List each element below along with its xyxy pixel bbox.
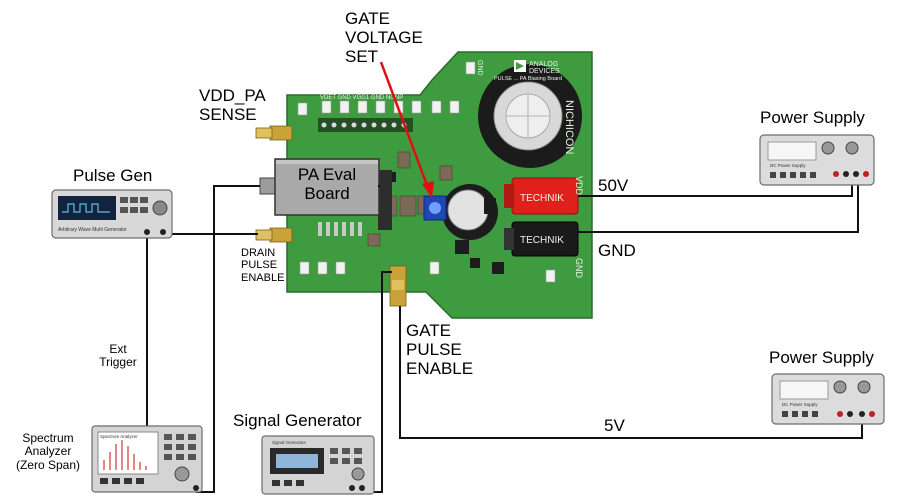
brand-analog: ANALOG [529,61,558,68]
spectrum-analyzer-label: Spectrum Analyzer (Zero Span) [15,431,81,472]
power-supply-top: DC Power Supply [759,134,875,186]
signal-generator-label: Signal Generator [233,411,362,430]
power-supply-bottom: DC Power Supply [771,373,885,425]
power-supply-bottom-label: Power Supply [769,348,874,367]
header-silk: VDET GND VGG1 GND NONP [320,95,403,101]
voltage-5v-label: 5V [604,416,625,435]
gate-pulse-enable-label: GATE PULSE ENABLE [406,321,474,379]
spectrum-caption: Spectrum Analyzer [100,434,138,439]
gate-voltage-set-label: GATE VOLTAGE SET [345,9,423,67]
pa-eval-board [259,158,380,216]
supply-bottom-caption: DC Power Supply [782,402,818,407]
power-supply-top-label: Power Supply [760,108,865,127]
board-title: PULSE ... PA Biasing Board [494,76,562,82]
brand-devices: DEVICES [529,68,560,75]
pulse-gen-label: Pulse Gen [73,166,153,185]
signal-gen-caption: Signal Generator [272,440,307,445]
red-terminal-brand: TECHNIK [520,193,564,204]
capacitor-brand: NICHICON [563,100,575,154]
pulse-gen-caption: Arbitrary Wave Multi Generator [58,227,127,233]
ext-trigger-label: Ext Trigger [99,342,137,370]
drain-pulse-enable-label: DRAIN PULSE ENABLE [241,247,285,284]
silk-gnd-top: GND [476,60,483,76]
pulse-generator: Arbitrary Wave Multi Generator [51,189,173,239]
silk-vdd: VDD [574,176,584,196]
silk-gnd-right: GND [574,258,584,279]
signal-generator: Signal Generator [261,435,375,495]
pa-eval-board-label: PA Eval Board [297,165,357,204]
black-terminal-brand: TECHNIK [520,235,564,246]
voltage-50v-label: 50V [598,176,629,195]
supply-top-caption: DC Power Supply [770,163,806,168]
gate-voltage-arrow [379,61,434,198]
gnd-label: GND [598,241,636,260]
vdd-pa-sense-label: VDD_PA SENSE [199,86,266,125]
spectrum-analyzer: Spectrum Analyzer [91,425,203,493]
biasing-board: NICHICON TECHNIK TECHNIK ANALOG DEVICES … [255,51,593,319]
